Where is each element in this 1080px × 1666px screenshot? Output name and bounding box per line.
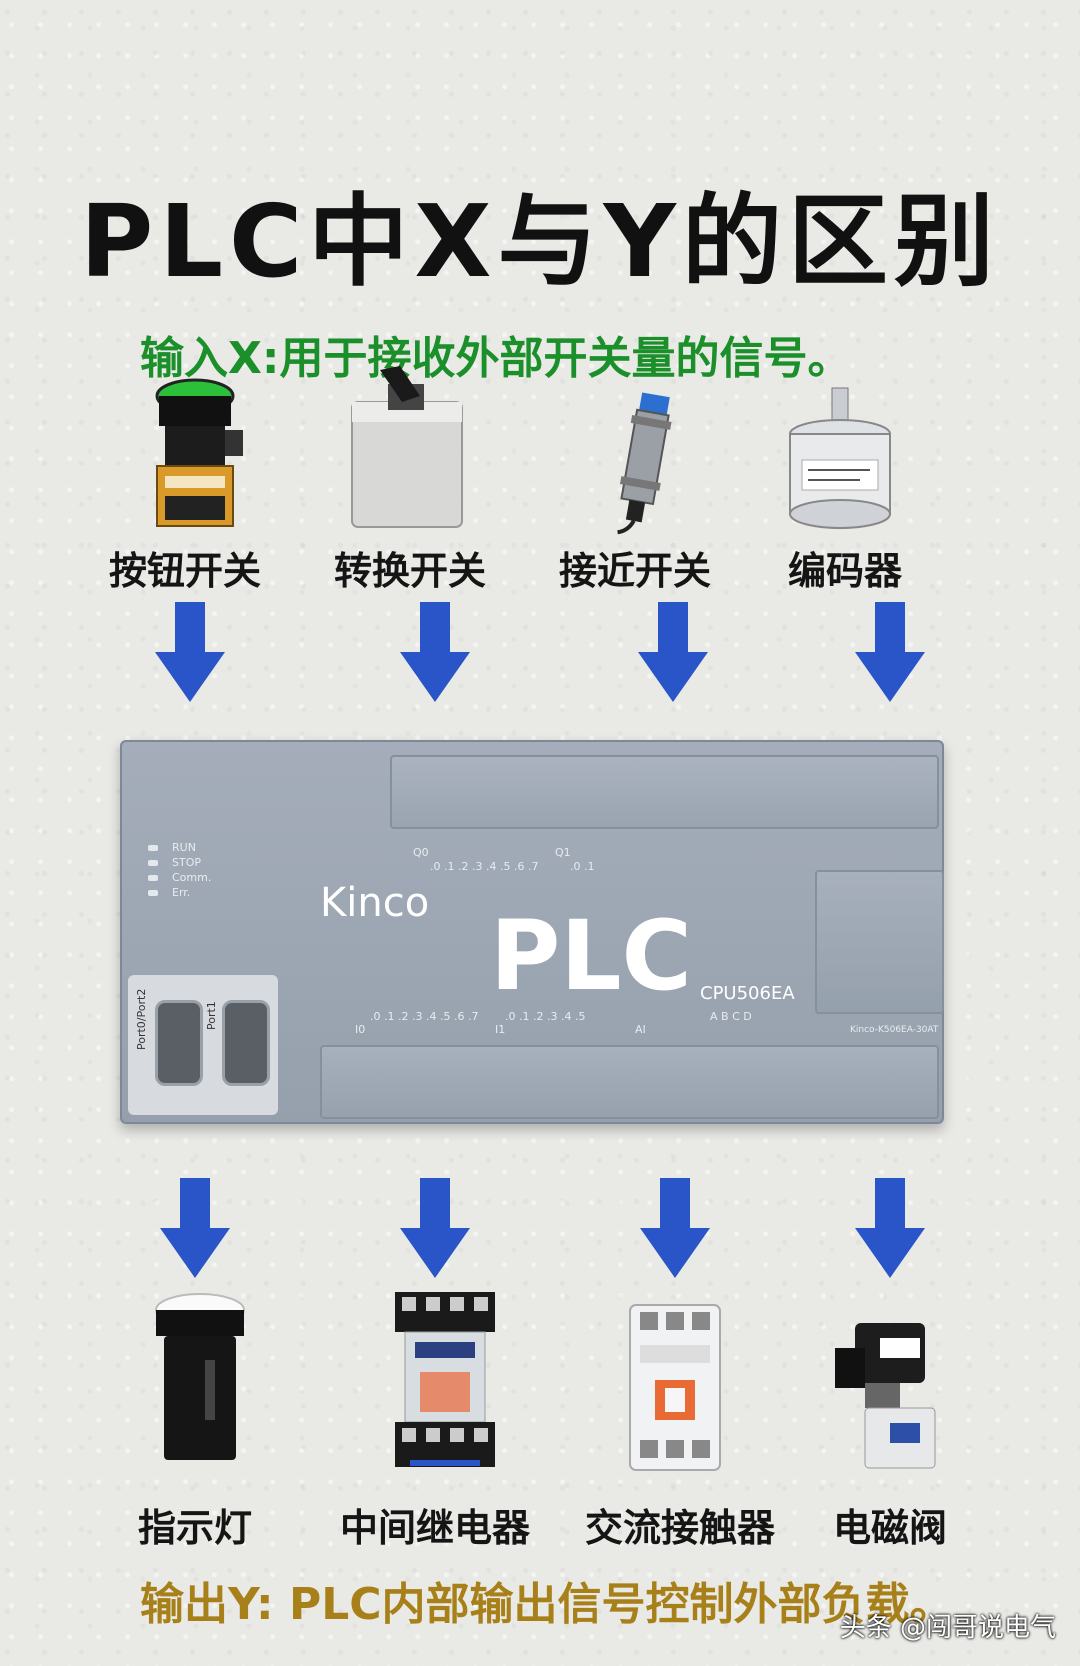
ai-digits: A B C D — [710, 1010, 752, 1023]
arrow-down-icon — [640, 1178, 710, 1278]
i0-digits: .0 .1 .2 .3 .4 .5 .6 .7 — [370, 1010, 479, 1023]
led-label-comm: Comm. — [172, 871, 212, 884]
i0-label: I0 — [355, 1023, 366, 1036]
arrow-down-icon — [855, 602, 925, 702]
output-label-relay: 中间继电器 — [339, 1506, 530, 1550]
solenoid-valve-icon — [830, 1318, 940, 1478]
serial-port-1[interactable] — [222, 1000, 270, 1086]
i1-label: I1 — [495, 1023, 506, 1036]
led-label-err: Err. — [172, 886, 191, 899]
plc-model: CPU506EA — [700, 983, 795, 1004]
arrow-down-icon — [400, 1178, 470, 1278]
input-label-proximity-switch: 接近开关 — [558, 549, 711, 593]
arrow-down-icon — [160, 1178, 230, 1278]
serial-port-0[interactable] — [155, 1000, 203, 1086]
plc-serial: Kinco-K506EA-30AT — [850, 1025, 939, 1035]
status-led — [148, 845, 158, 851]
input-label-encoder: 编码器 — [787, 549, 902, 593]
proximity-sensor-icon — [600, 388, 690, 538]
indicator-lamp-icon — [150, 1290, 250, 1470]
status-led — [148, 860, 158, 866]
led-label-run: RUN — [172, 841, 196, 854]
push-button-icon — [145, 372, 245, 532]
led-label-stop: STOP — [172, 856, 201, 869]
q1-label: Q1 — [555, 846, 571, 859]
q0-label: Q0 — [413, 846, 429, 859]
selector-switch-icon — [340, 362, 470, 532]
encoder-icon — [780, 382, 900, 532]
input-label-selector-switch: 转换开关 — [333, 549, 486, 593]
q1-digits: .0 .1 — [570, 860, 595, 873]
i1-digits: .0 .1 .2 .3 .4 .5 — [505, 1010, 586, 1023]
input-caption: 输入X:用于接收外部开关量的信号。 — [140, 333, 852, 384]
plc-bottom-terminal-cover — [320, 1045, 939, 1119]
port1-label: Port1 — [205, 1001, 218, 1030]
ai-label: AI — [635, 1023, 646, 1036]
arrow-down-icon — [155, 602, 225, 702]
arrow-down-icon — [638, 602, 708, 702]
output-caption: 输出Y: PLC内部输出信号控制外部负载。 — [140, 1579, 954, 1630]
plc-brand: Kinco — [320, 880, 430, 926]
plc-name: PLC — [490, 900, 692, 1012]
relay-icon — [390, 1282, 500, 1472]
status-led — [148, 890, 158, 896]
watermark: 头条 @闯哥说电气 — [839, 1613, 1056, 1643]
output-label-solenoid-valve: 电磁阀 — [832, 1506, 947, 1550]
q0-digits: .0 .1 .2 .3 .4 .5 .6 .7 — [430, 860, 539, 873]
status-led — [148, 875, 158, 881]
output-label-contactor: 交流接触器 — [584, 1506, 775, 1550]
contactor-icon — [625, 1300, 725, 1475]
port0-label: Port0/Port2 — [135, 988, 148, 1050]
plc-expansion-cover — [815, 870, 944, 1014]
page-title: PLC中X与Y的区别 — [80, 183, 1000, 300]
output-label-indicator-lamp: 指示灯 — [137, 1506, 252, 1550]
arrow-down-icon — [855, 1178, 925, 1278]
plc-top-terminal-cover — [390, 755, 939, 829]
input-label-push-button: 按钮开关 — [108, 549, 261, 593]
arrow-down-icon — [400, 602, 470, 702]
